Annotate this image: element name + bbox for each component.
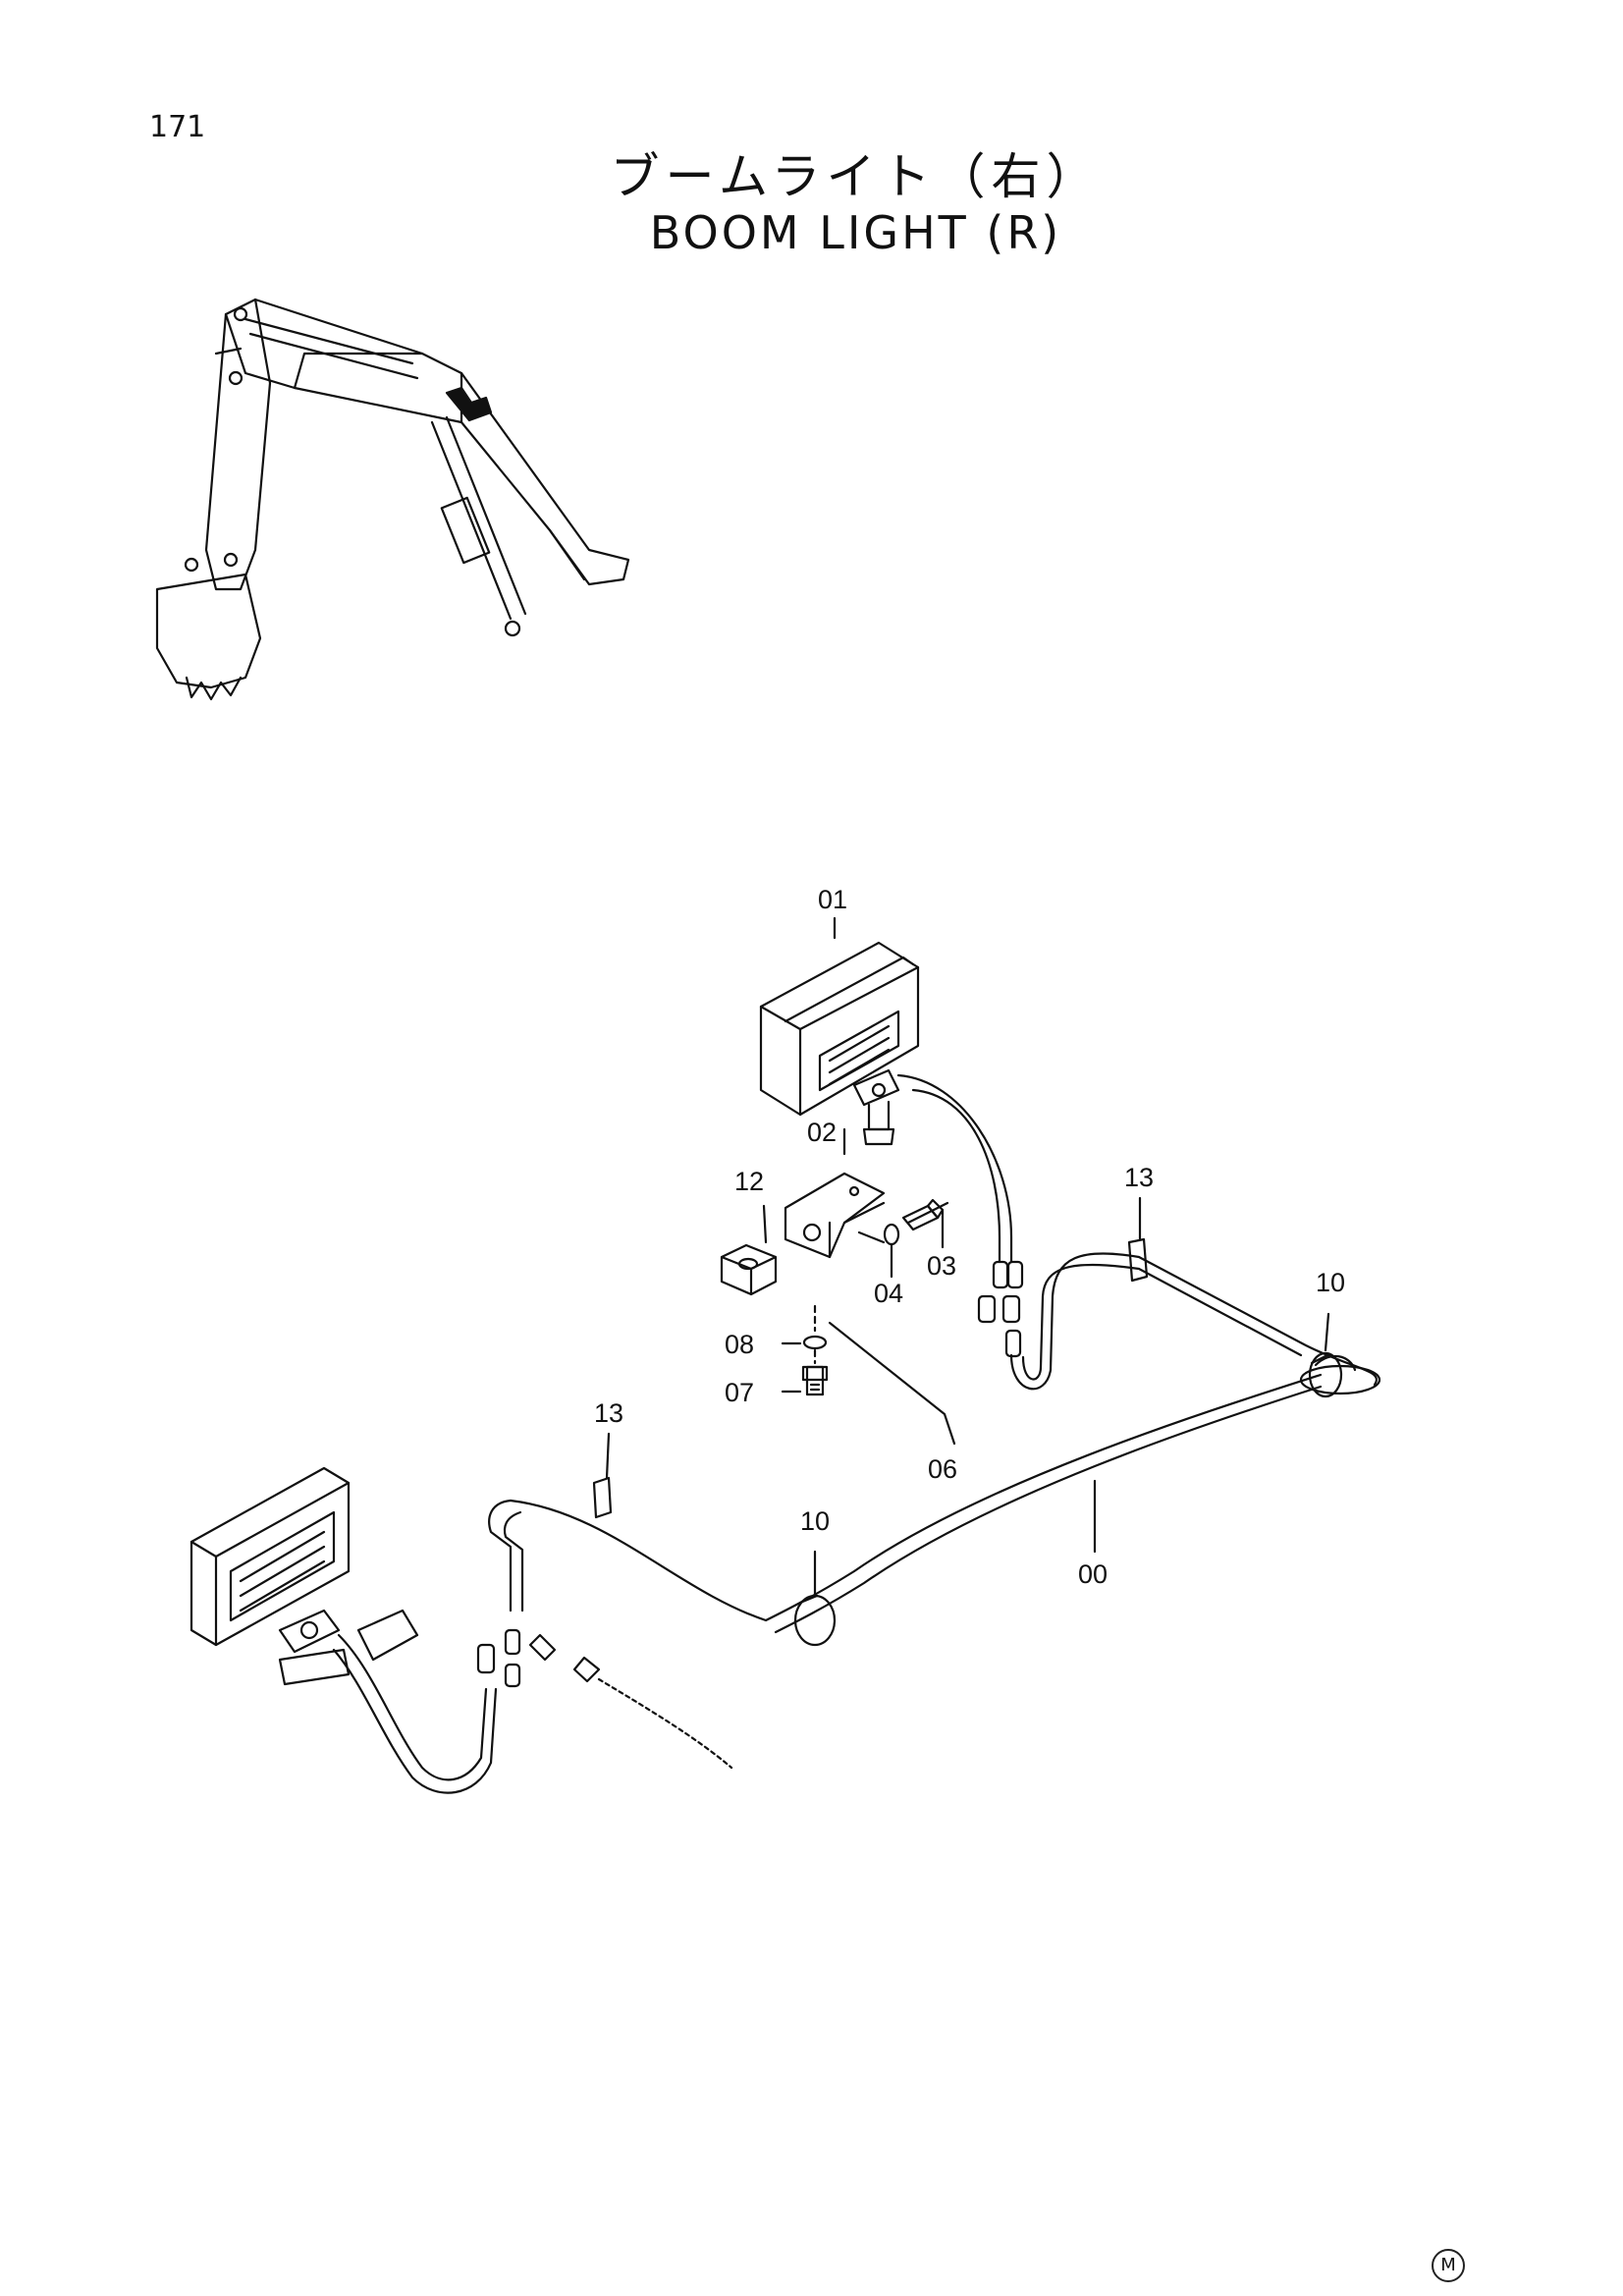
callout-08: 08	[725, 1330, 754, 1359]
title-english: BOOM LIGHT (R)	[649, 206, 1062, 259]
excavator-overview-illustration	[155, 298, 630, 701]
callout-03: 03	[927, 1251, 956, 1281]
washer-part-08	[802, 1335, 828, 1350]
callout-01: 01	[818, 885, 847, 914]
page-number: 171	[149, 110, 206, 144]
callout-12: 12	[734, 1167, 764, 1196]
title-japanese: ブームライト（右）	[610, 148, 1102, 205]
clip-part-13-lower	[592, 1476, 613, 1519]
wire-harness-00	[488, 1252, 1381, 1634]
callout-10-right: 10	[1316, 1268, 1345, 1297]
band-part-10-left	[793, 1594, 837, 1647]
callout-13-upper: 13	[1124, 1163, 1154, 1192]
callout-06: 06	[928, 1454, 957, 1484]
clip-part-13-upper	[1127, 1237, 1149, 1283]
boom-light-lamp	[759, 941, 920, 1146]
callout-10-left: 10	[800, 1506, 830, 1536]
bracket-part-02	[784, 1172, 886, 1259]
callout-02: 02	[807, 1118, 837, 1147]
callout-labels: 01 02 12 03 04 08 07 06 13 10 00 13 10	[594, 885, 1345, 1589]
bolt-part-07	[801, 1365, 829, 1396]
callout-13-lower: 13	[594, 1398, 623, 1428]
left-boom-light-lamp	[189, 1466, 733, 1794]
callout-07: 07	[725, 1378, 754, 1407]
washer-part-04	[883, 1223, 900, 1246]
lamp-cable-connectors	[977, 1260, 1024, 1358]
bolt-part-03	[901, 1198, 949, 1231]
callout-04: 04	[874, 1279, 903, 1308]
lamp-cable	[896, 1073, 1013, 1264]
callout-00: 00	[1078, 1559, 1108, 1589]
footer-m-mark: M	[1432, 2249, 1465, 2282]
band-part-10-right	[1308, 1351, 1343, 1398]
